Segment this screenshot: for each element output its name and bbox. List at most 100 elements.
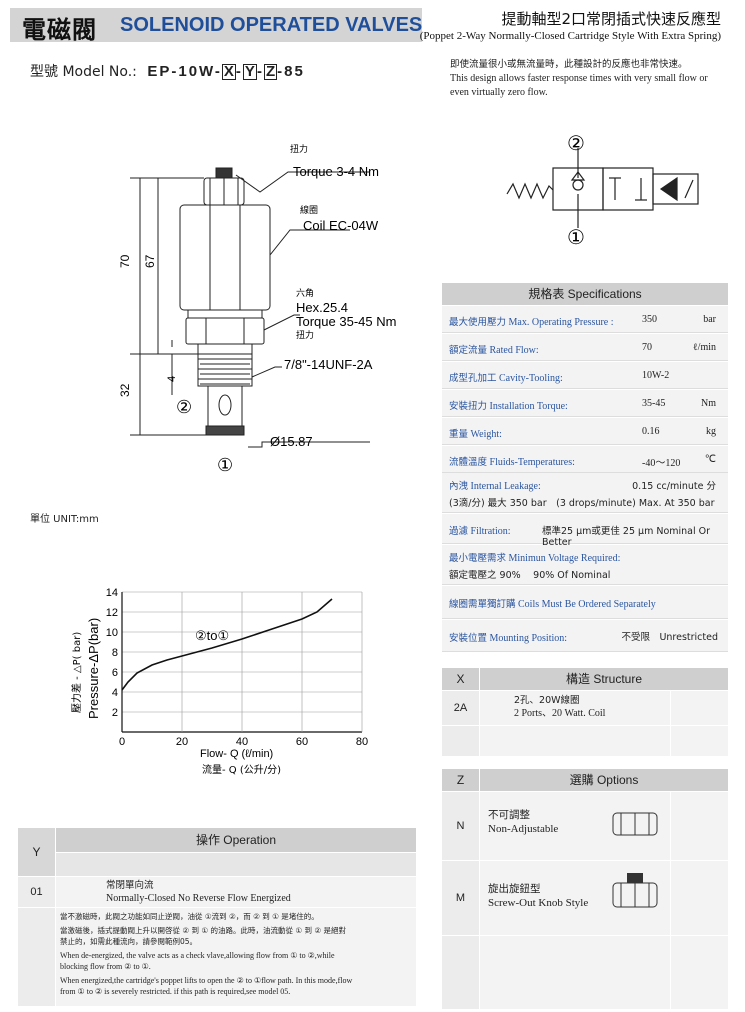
hex-label: Hex.25.4: [296, 300, 348, 315]
minv-value: 額定電壓之 90% 90% Of Nominal: [449, 570, 611, 581]
model-sep: -: [256, 63, 264, 80]
series-line: [121, 598, 333, 691]
operation-cell-empty: [18, 908, 55, 1006]
unit-label: 單位 UNIT:mm: [30, 514, 99, 525]
spec-label: 成型孔加工 Cavity-Tooling:: [449, 370, 563, 384]
option-n-desc: 不可調整 Non-Adjustable: [480, 792, 670, 860]
x-tick-label: 40: [236, 736, 248, 748]
knob: [215, 167, 233, 179]
spec-unit: ℓ/min: [692, 342, 716, 353]
spec-label: 重量 Weight:: [449, 426, 502, 440]
operation-note-2b: 禁止的，如需此種流向，請參閱範例05。: [60, 937, 198, 946]
operation-note-1: 當不激磁時，此閥之功能如同止逆閥，油從 ①流到 ②，而 ② 到 ① 是堵住的。: [60, 912, 319, 921]
y-tick-label: 8: [112, 647, 118, 659]
spec-label-en: Weight:: [468, 429, 502, 440]
coil-body: [179, 204, 271, 311]
model-number: 型號 Model No.: EP-10W-X-Y-Z-85: [30, 61, 305, 81]
spec-label-cn: 重量: [449, 429, 469, 440]
spec-row: 流體溫度 Fluids-Temperatures:-40～120℃: [442, 446, 728, 473]
operation-notes: 當不激磁時，此閥之功能如同止逆閥，油從 ①流到 ②，而 ② 到 ① 是堵住的。 …: [56, 908, 416, 1006]
operation-note-2a: 當激磁後，插式提動閥上升以開啓從 ② 到 ① 的油路。此時，油流動從 ① 到 ②…: [60, 926, 346, 935]
coil-cn: 線圈: [300, 204, 318, 216]
model-suffix: -85: [277, 63, 305, 80]
options-cell-empty: [671, 792, 728, 860]
mount-value: 不受限 Unrestricted: [621, 632, 718, 643]
x-axis-label-cn: 流量- Q (公升/分): [202, 763, 281, 776]
options-table: Z 選購 Options N 不可調整 Non-Adjustable M 旋出旋…: [442, 769, 728, 1009]
valve-box-right: [602, 167, 654, 211]
torque2-label: Torque 35-45 Nm: [296, 314, 396, 329]
structure-desc-en: 2 Ports、20 Watt. Coil: [514, 708, 606, 719]
operation-title: 常閉單向流 Normally-Closed No Reverse Flow En…: [56, 877, 416, 907]
title-en: SOLENOID OPERATED VALVES: [120, 14, 423, 36]
operation-title-en: Normally-Closed No Reverse Flow Energize…: [106, 893, 291, 904]
coils-cn: 線圈需單獨訂購: [449, 599, 516, 610]
spec-label: 流體溫度 Fluids-Temperatures:: [449, 454, 575, 468]
options-header: 選購 Options: [480, 769, 728, 791]
model-z: Z: [263, 63, 278, 80]
structure-header: 構造 Structure: [480, 668, 728, 690]
leakage-cn: 內洩: [449, 481, 469, 492]
operation-note-3a: When de-energized, the valve acts as a c…: [60, 951, 335, 960]
chart-annotation: ②to①: [195, 628, 229, 643]
dim-70: 70: [118, 254, 132, 268]
spec-row: 成型孔加工 Cavity-Tooling:10W-2: [442, 362, 728, 389]
spec-label-en: Installation Torque:: [487, 401, 568, 412]
operation-code: 01: [18, 877, 55, 907]
y-axis-label: Pressure-ΔP(bar): [86, 618, 101, 719]
structure-desc: 2孔、20W線圈 2 Ports、20 Watt. Coil: [480, 691, 670, 725]
structure-table: X 構造 Structure 2A 2孔、20W線圈 2 Ports、20 Wa…: [442, 668, 728, 756]
model-x: X: [221, 63, 236, 80]
hex-nut: [185, 317, 265, 345]
spec-label-cn: 流體溫度: [449, 457, 488, 468]
options-cell-empty: [671, 936, 728, 1009]
desc-en-1: This design allows faster response times…: [450, 73, 708, 84]
operation-title-cn: 常閉單向流: [106, 880, 154, 891]
structure-col: X: [442, 668, 479, 690]
title-cn: 電磁閥: [22, 16, 97, 44]
torque2-cn: 扭力: [296, 329, 314, 341]
torque-label: Torque 3-4 Nm: [293, 164, 379, 179]
symbol-port-1: ①: [567, 225, 585, 249]
coil-label: Coil EC-04W: [303, 218, 379, 233]
spec-label-cn: 最大使用壓力: [449, 317, 507, 328]
model-sep: -: [235, 63, 243, 80]
symbol-port-2: ②: [567, 131, 585, 155]
option-m-en: Screw-Out Knob Style: [488, 897, 589, 909]
operation-note-4a: When energized,the cartridge's poppet li…: [60, 976, 353, 985]
screw-out-knob-icon: [612, 873, 658, 908]
diameter-label: Ø15.87: [270, 434, 313, 449]
spec-value: 350: [642, 314, 657, 325]
structure-cell-empty: [480, 726, 670, 756]
port-1-marker: ①: [217, 455, 233, 476]
spring-icon: [506, 182, 554, 200]
operation-table: Y 操作 Operation 01 常閉單向流 Normally-Closed …: [18, 828, 416, 1006]
spec-unit: ℃: [704, 454, 716, 465]
y-tick-label: 6: [112, 667, 118, 679]
y-tick-label: 4: [112, 687, 118, 699]
filtration-value: 標準25 μm或更佳 25 μm Nominal Or Better: [542, 526, 711, 548]
subtitle-en: (Poppet 2-Way Normally-Closed Cartridge …: [419, 30, 721, 42]
options-cell-empty: [671, 861, 728, 935]
leakage-line2: (3滴/分) 最大 350 bar (3 drops/minute) Max. …: [449, 498, 715, 509]
options-cell-empty: [442, 936, 479, 1009]
spec-row-coils: 線圈需單獨訂購 Coils Must Be Ordered Separately: [442, 586, 728, 619]
model-label: 型號 Model No.:: [30, 64, 137, 80]
y-tick-label: 10: [106, 627, 118, 639]
structure-cell-empty: [671, 691, 728, 725]
structure-cell-empty: [671, 726, 728, 756]
chart-grid: [121, 591, 363, 733]
operation-subheader: [56, 853, 416, 876]
x-tick-label: 20: [176, 736, 188, 748]
spec-label-cn: 額定流量: [449, 345, 488, 356]
leakage-en: Internal Leakage:: [470, 481, 541, 492]
spec-label-en: Rated Flow:: [487, 345, 539, 356]
desc-cn: 即使流量很小或無流量時，此種設計的反應也非常快速。: [450, 59, 688, 70]
model-y: Y: [242, 63, 257, 80]
filtration-en: Filtration:: [470, 526, 511, 537]
leakage-value: 0.15 cc/minute 分: [632, 481, 716, 492]
coils-en: Coils Must Be Ordered Separately: [518, 599, 656, 610]
